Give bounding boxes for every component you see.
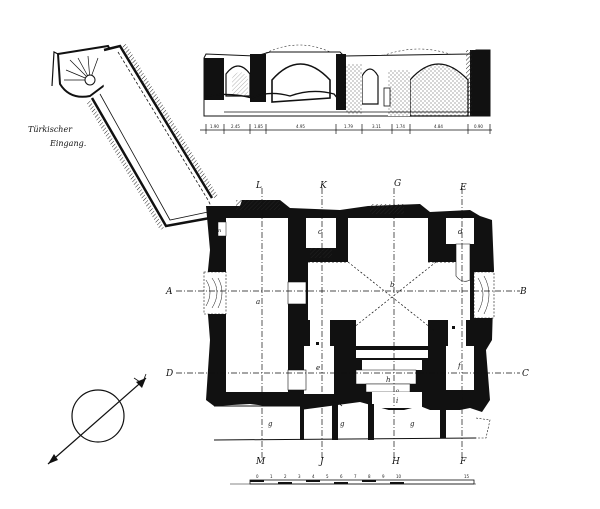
turkish-entrance-stair: Türkischer Eingang. [28,44,218,230]
dim-8: 4.84 [434,124,443,129]
scale-9: 9 [382,474,385,479]
room-o-label: o [396,388,399,394]
section-label-b: B [519,287,527,297]
room-c-label: c [318,228,322,236]
section-line-labels: A B C D E G K L M J H F [165,179,529,467]
room-b-label: b [390,281,395,289]
room-e-label: e [316,364,320,372]
scale-0: 0 [256,474,259,479]
section-label-a: A [165,287,173,297]
section-label-c: C [522,369,529,379]
section-elevation: 1.90 2.45 1.85 4.95 1.79 3.11 1.74 4.84 … [200,44,492,134]
room-n-label: n [218,228,221,234]
section-label-m: M [255,457,266,467]
entrance-caption-line2: Eingang. [49,139,86,148]
scale-6: 6 [340,474,343,479]
dim-6: 3.11 [372,124,381,129]
room-g-label-1: g [268,420,273,428]
entrance-caption-line1: Türkischer [28,125,73,134]
scale-2: 2 [284,474,287,479]
dim-3: 1.85 [254,124,263,129]
ground-plan [203,200,495,441]
room-g-label-2: g [340,420,345,428]
scale-7: 7 [354,474,357,479]
scale-bar: 0 1 2 3 4 5 6 7 8 9 10 15 [230,474,476,485]
section-label-d: D [165,369,173,379]
dim-7: 1.74 [396,124,405,129]
room-d-label: d [458,228,463,236]
scale-8: 8 [368,474,371,479]
room-letters: a b c d e f g g g h i o n [218,228,463,428]
dim-4: 4.95 [296,124,305,129]
north-arrow-icon [47,373,147,465]
room-h-label: h [386,376,391,384]
section-label-f: F [459,457,467,467]
section-label-e: E [459,183,467,193]
scale-15: 15 [464,474,470,479]
dim-1: 1.90 [210,124,219,129]
section-label-h: H [391,457,400,467]
section-label-j: J [318,457,325,467]
scale-5: 5 [326,474,329,479]
section-label-k: K [319,181,328,191]
room-a-label: a [256,298,260,306]
dim-2: 2.45 [231,124,240,129]
dim-9: 0.90 [474,124,483,129]
section-label-g: G [394,179,401,189]
scale-4: 4 [312,474,315,479]
room-g-label-3: g [410,420,415,428]
scale-10: 10 [396,474,402,479]
section-label-l: L [255,181,262,191]
dim-5: 1.79 [344,124,353,129]
room-i-label: i [396,397,398,405]
section-lines [176,188,520,460]
scale-1: 1 [270,474,273,479]
room-f-label: f [457,362,462,370]
scale-3: 3 [298,474,301,479]
